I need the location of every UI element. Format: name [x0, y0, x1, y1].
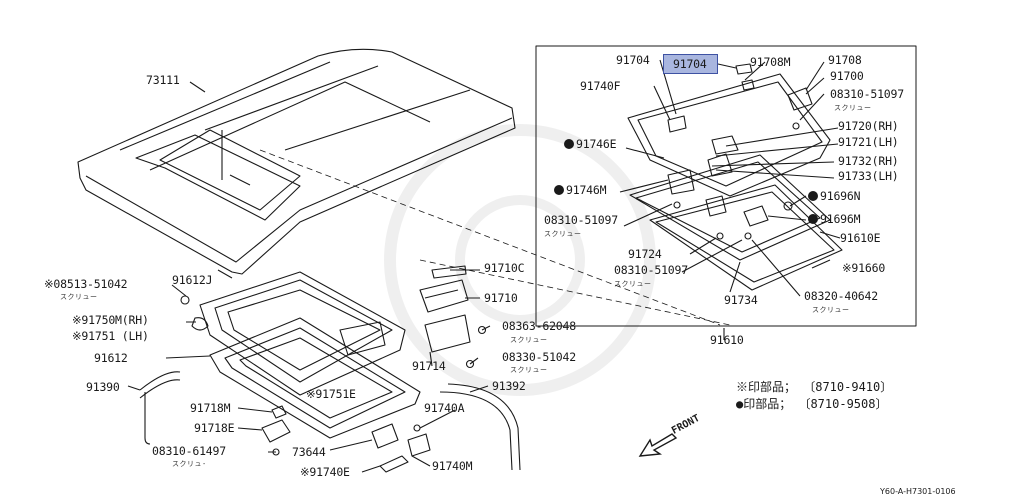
- label-91750m[interactable]: ※91750M(RH): [72, 313, 149, 327]
- label-08310-51097-a-screw: スクリュー: [834, 104, 872, 112]
- label-91740a[interactable]: 91740A: [424, 401, 465, 415]
- label-91718e[interactable]: 91718E: [194, 421, 235, 435]
- label-91700[interactable]: 91700: [830, 69, 864, 83]
- label-08310-51097-c-screw: スクリュー: [614, 280, 652, 288]
- label-08330-screw: スクリュー: [510, 366, 548, 374]
- label-91710c[interactable]: 91710C: [484, 261, 525, 275]
- label-08310-51097-c[interactable]: 08310-51097: [614, 263, 688, 277]
- label-91660[interactable]: ※91660: [842, 261, 886, 275]
- label-91746m[interactable]: 91746M: [554, 184, 607, 197]
- label-08310-51097-a[interactable]: 08310-51097: [830, 87, 904, 101]
- legend-line-asterisk: ※印部品； 〔8710-9410〕: [736, 380, 893, 394]
- label-91708[interactable]: 91708: [828, 53, 862, 67]
- label-91392[interactable]: 91392: [492, 379, 526, 393]
- label-91710[interactable]: 91710: [484, 291, 518, 305]
- label-91724[interactable]: 91724: [628, 247, 662, 261]
- label-91610e[interactable]: 91610E: [840, 231, 881, 245]
- label-91390[interactable]: 91390: [86, 380, 120, 394]
- label-91746e[interactable]: 91746E: [564, 138, 617, 151]
- watermark-emblem-icon: [384, 124, 656, 396]
- label-08310-51097-b[interactable]: 08310-51097: [544, 213, 618, 227]
- label-08310-61497-screw: スクリュ-: [172, 460, 207, 468]
- highlighted-part-marker[interactable]: [663, 54, 718, 74]
- label-91732rh[interactable]: 91732(RH): [838, 154, 899, 168]
- diagram-code: Y60-A-H7301-0106: [880, 487, 956, 496]
- label-08363-62048[interactable]: 08363-62048: [502, 319, 576, 333]
- label-91740f[interactable]: 91740F: [580, 79, 621, 93]
- label-91696n[interactable]: 91696N: [808, 190, 861, 203]
- label-91612j[interactable]: 91612J: [172, 273, 213, 287]
- label-73644[interactable]: 73644: [292, 445, 326, 459]
- label-91734[interactable]: 91734: [724, 293, 758, 307]
- roof-panel-drawing: [77, 48, 516, 275]
- label-91733lh[interactable]: 91733(LH): [838, 169, 899, 183]
- label-91708m[interactable]: 91708M: [750, 55, 791, 69]
- label-08513-screw: スクリュー: [60, 293, 98, 301]
- front-arrow-icon: [638, 433, 678, 457]
- label-91612[interactable]: 91612: [94, 351, 128, 365]
- label-91740m[interactable]: 91740M: [432, 459, 473, 473]
- label-08330-51042[interactable]: 08330-51042: [502, 350, 576, 364]
- label-91720rh[interactable]: 91720(RH): [838, 119, 899, 133]
- label-91704-highlighted[interactable]: 91704: [673, 57, 707, 71]
- label-08310-51097-b-screw: スクリュー: [544, 230, 582, 238]
- label-91718m[interactable]: 91718M: [190, 401, 231, 415]
- label-91751[interactable]: ※91751 (LH): [72, 329, 149, 343]
- label-08320-40642[interactable]: 08320-40642: [804, 289, 878, 303]
- label-08320-screw: スクリュー: [812, 306, 850, 314]
- label-08513-51042[interactable]: ※08513-51042: [44, 277, 128, 291]
- label-91704-a[interactable]: 91704: [616, 53, 650, 67]
- label-91721lh[interactable]: 91721(LH): [838, 135, 899, 149]
- label-08310-61497[interactable]: 08310-61497: [152, 444, 226, 458]
- label-73111[interactable]: 73111: [146, 73, 180, 87]
- label-91714[interactable]: 91714: [412, 359, 446, 373]
- label-91610[interactable]: 91610: [710, 333, 744, 347]
- label-91751e[interactable]: ※91751E: [306, 387, 356, 401]
- label-91696m[interactable]: 91696M: [808, 213, 861, 226]
- frame-91612-drawing: [209, 317, 421, 439]
- label-91740e[interactable]: ※91740E: [300, 465, 350, 479]
- legend-line-bullet: ●印部品； 〔8710-9508〕: [736, 397, 888, 411]
- label-08363-screw: スクリュー: [510, 336, 548, 344]
